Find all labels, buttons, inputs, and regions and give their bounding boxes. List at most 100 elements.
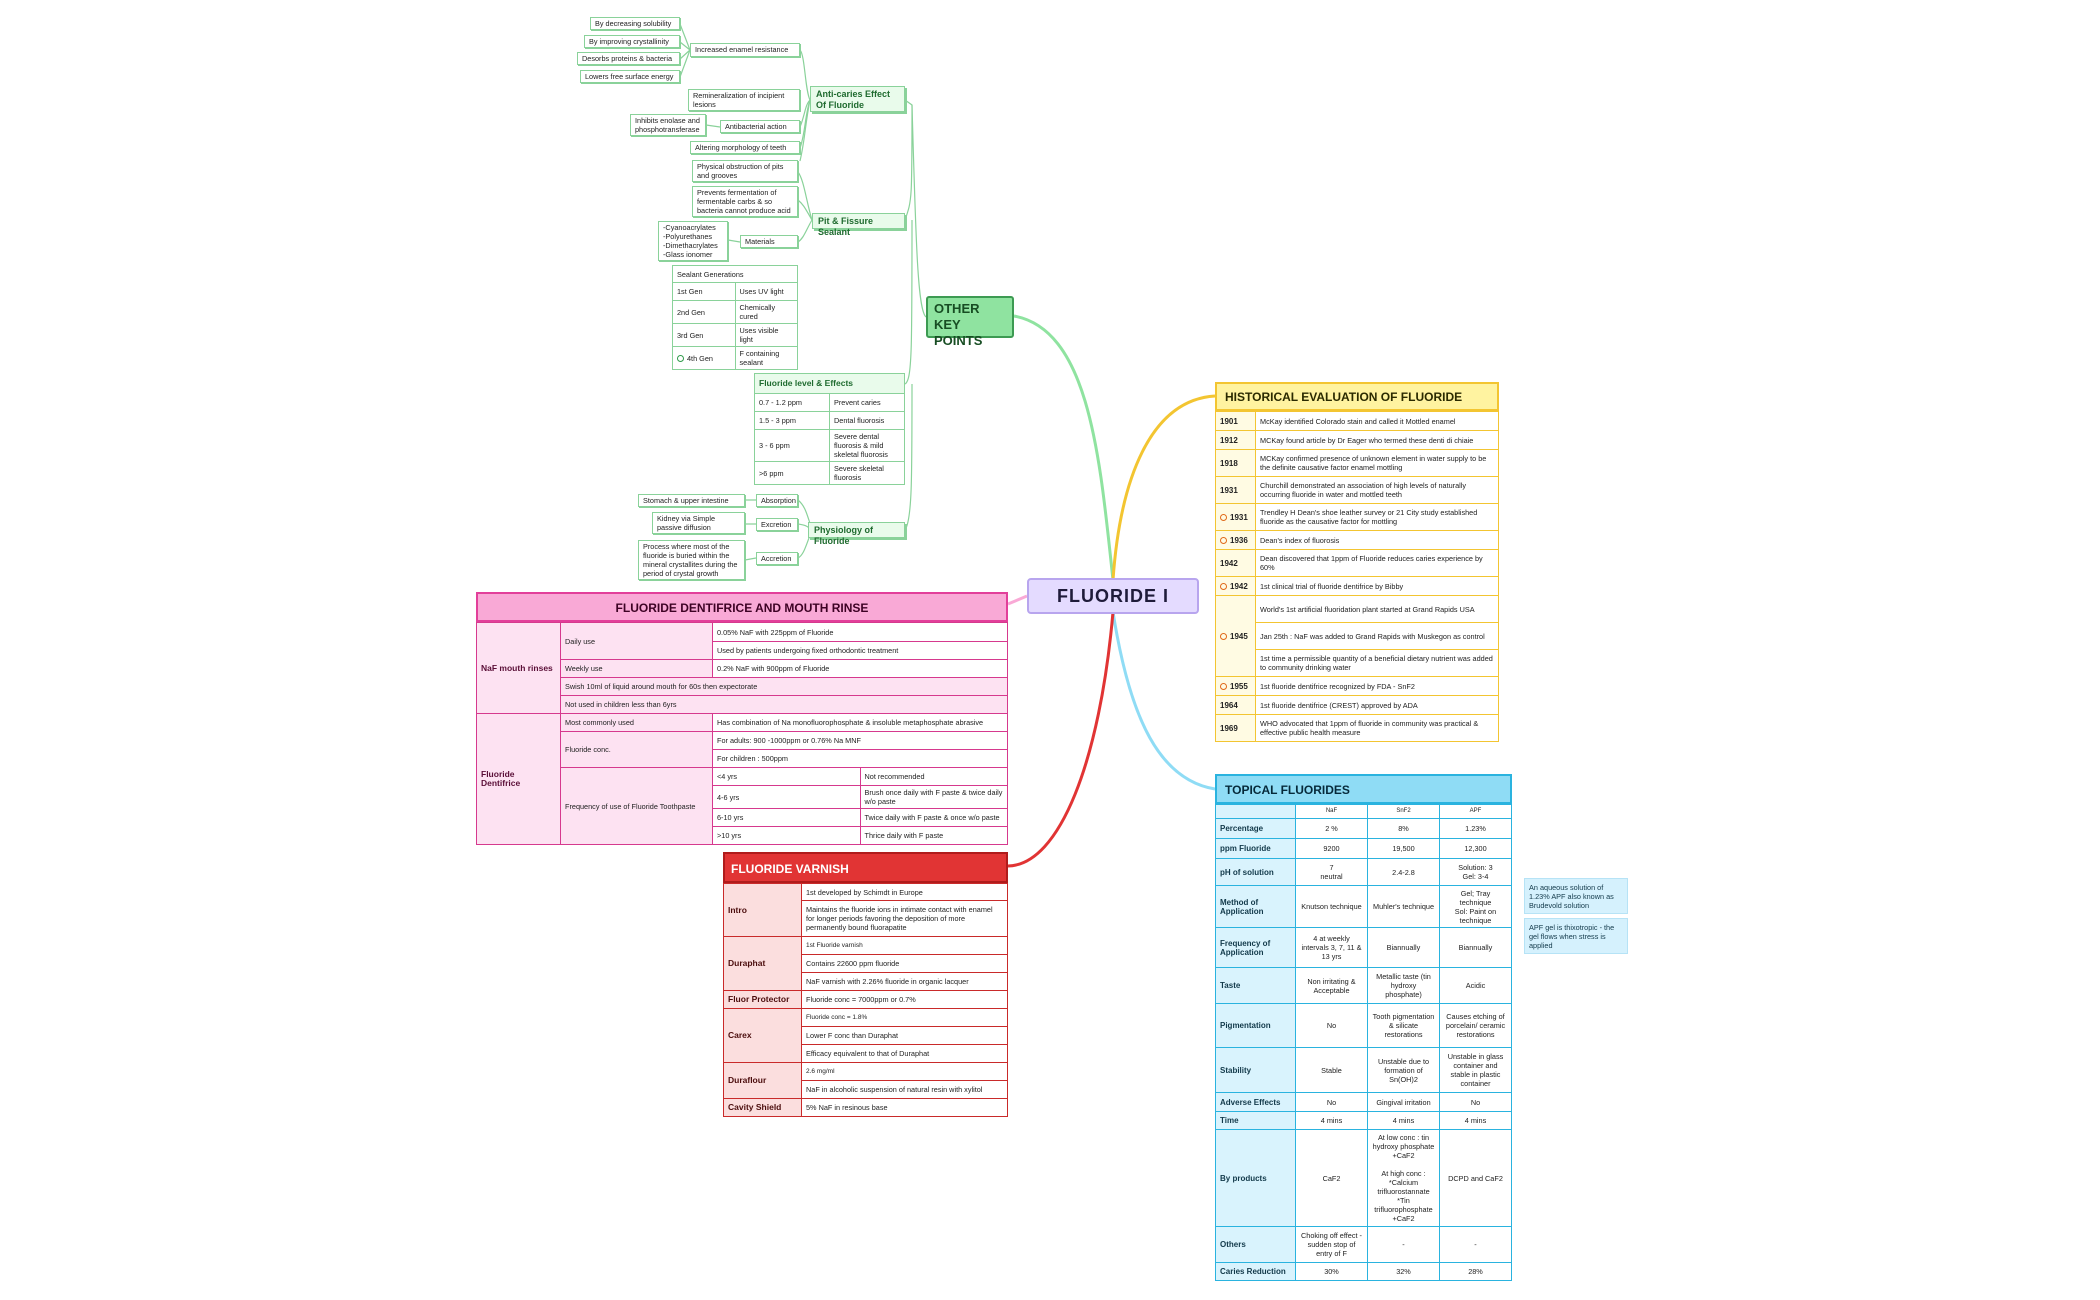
- cell: DCPD and CaF2: [1439, 1129, 1512, 1227]
- prevents-node[interactable]: Prevents fermentation of fermentable car…: [692, 186, 798, 217]
- cell: 4 mins: [1439, 1111, 1512, 1130]
- hist-year: 1964: [1215, 695, 1256, 715]
- marker-icon: [1220, 582, 1227, 590]
- altering-node[interactable]: Altering morphology of teeth: [690, 141, 800, 154]
- naf-label: NaF mouth rinses: [476, 622, 561, 714]
- weekly-label: Weekly use: [560, 659, 713, 678]
- cell: Gingival irritation: [1367, 1092, 1440, 1112]
- hist-text: Trendley H Dean's shoe leather survey or…: [1255, 503, 1499, 531]
- cell: Unstable in glass container and stable i…: [1439, 1047, 1512, 1093]
- reason-node-2[interactable]: By improving crystallinity: [584, 35, 680, 48]
- cell: 1.23%: [1439, 818, 1512, 839]
- remineralization-node[interactable]: Remineralization of incipient lesions: [688, 89, 800, 111]
- marker-icon: [677, 355, 684, 363]
- absorption-detail-node[interactable]: Stomach & upper intestine: [638, 494, 745, 507]
- obstruction-node[interactable]: Physical obstruction of pits and grooves: [692, 160, 798, 182]
- not-used-text: Not used in children less than 6yrs: [560, 695, 1008, 714]
- reason-node-1[interactable]: By decreasing solubility: [590, 17, 680, 30]
- cell: 2.4-2.8: [1367, 858, 1440, 886]
- col-header: APF: [1439, 804, 1512, 819]
- varnish-label: Duraflour: [723, 1062, 802, 1099]
- materials-label-node[interactable]: Materials Used: [740, 235, 798, 248]
- cell: 2 %: [1295, 818, 1368, 839]
- weekly-item: 0.2% NaF with 900ppm of Fluoride: [712, 659, 1008, 678]
- branch-line-dentifrice: [1007, 594, 1028, 606]
- hist-year: 1918: [1215, 449, 1256, 477]
- cell: No: [1439, 1092, 1512, 1112]
- cell: Muhler's technique: [1367, 885, 1440, 928]
- hist-text: Jan 25th : NaF was added to Grand Rapids…: [1255, 622, 1499, 650]
- antibacterial-node[interactable]: Antibacterial action: [720, 120, 800, 133]
- age-cell: 6-10 yrs: [712, 808, 861, 827]
- sealant-node[interactable]: Pit & Fissure Sealant: [812, 213, 905, 237]
- varnish-item: 1st Fluoride varnish: [801, 936, 1008, 955]
- absorption-node[interactable]: Absorption: [756, 494, 798, 507]
- note-brudevold[interactable]: An aqueous solution of 1.23% APF also kn…: [1524, 878, 1628, 914]
- varnish-label: Cavity Shield: [723, 1098, 802, 1117]
- hist-year: 1931: [1215, 476, 1256, 504]
- hist-year: 1942: [1230, 581, 1248, 591]
- conc-item: For adults: 900 -1000ppm or 0.76% Na MNF: [712, 731, 1008, 750]
- varnish-item: NaF in alcoholic suspension of natural r…: [801, 1080, 1008, 1099]
- level-ppm: >6 ppm: [754, 461, 830, 485]
- excretion-node[interactable]: Excretion: [756, 518, 798, 531]
- reason-node-3[interactable]: Desorbs proteins & bacteria: [577, 52, 680, 65]
- marker-icon: [1220, 632, 1227, 640]
- cell: 4 mins: [1367, 1111, 1440, 1130]
- daily-item: Used by patients undergoing fixed orthod…: [712, 641, 1008, 660]
- cell: 4 at weekly intervals 3, 7, 11 & 13 yrs: [1295, 927, 1368, 968]
- marker-icon: [1220, 536, 1227, 544]
- gen-desc: Uses UV light: [734, 282, 798, 301]
- row-label: By products: [1215, 1129, 1296, 1227]
- cell: Knutson technique: [1295, 885, 1368, 928]
- note-thixotropic[interactable]: APF gel is thixotropic - the gel flows w…: [1524, 918, 1628, 954]
- central-topic[interactable]: FLUORIDE I: [1027, 578, 1199, 614]
- marker-icon: [1220, 682, 1227, 690]
- hist-year: 1931: [1230, 512, 1248, 522]
- varnish-label: Intro: [723, 883, 802, 937]
- enolase-node[interactable]: Inhibits enolase and phosphotransferase: [630, 114, 706, 136]
- col-header: NaF: [1295, 804, 1368, 819]
- historical-title[interactable]: HISTORICAL EVALUATION OF FLUORIDE: [1215, 382, 1499, 411]
- hist-year: 1945: [1230, 631, 1248, 641]
- row-label: Adverse Effects: [1215, 1092, 1296, 1112]
- varnish-label: Fluor Protector: [723, 990, 802, 1009]
- col-header: [1215, 804, 1296, 819]
- topical-title[interactable]: TOPICAL FLUORIDES: [1215, 774, 1512, 804]
- cell: 12,300: [1439, 838, 1512, 859]
- materials-node[interactable]: -Cyanoacrylates -Polyurethanes -Dimethac…: [658, 221, 728, 261]
- cell: Tooth pigmentation & silicate restoratio…: [1367, 1003, 1440, 1048]
- increased-resistance-node[interactable]: Increased enamel resistance: [690, 43, 800, 57]
- anticaries-node[interactable]: Anti-caries Effect Of Fluoride: [810, 86, 905, 112]
- hist-year: 1969: [1215, 714, 1256, 742]
- accretion-node[interactable]: Accretion: [756, 552, 798, 565]
- level-effect: Dental fluorosis: [829, 411, 905, 430]
- cell: 9200: [1295, 838, 1368, 859]
- varnish-item: NaF varnish with 2.26% fluoride in organ…: [801, 972, 1008, 991]
- cell: 4 mins: [1295, 1111, 1368, 1130]
- cell: No: [1295, 1092, 1368, 1112]
- hist-text: McKay identified Colorado stain and call…: [1255, 411, 1499, 431]
- gen-desc: F containing sealant: [734, 346, 798, 370]
- cell: 19,500: [1367, 838, 1440, 859]
- varnish-item: Maintains the fluoride ions in intimate …: [801, 900, 1008, 937]
- dentifrice-title[interactable]: FLUORIDE DENTIFRICE AND MOUTH RINSE: [476, 592, 1008, 622]
- freq-cell: Twice daily with F paste & once w/o past…: [859, 808, 1008, 827]
- accretion-detail-node[interactable]: Process where most of the fluoride is bu…: [638, 540, 745, 580]
- varnish-item: 5% NaF in resinous base: [801, 1098, 1008, 1117]
- branch-line-historical: [1111, 394, 1216, 581]
- cell: CaF2: [1295, 1129, 1368, 1227]
- most-item: Has combination of Na monofluorophosphat…: [712, 713, 1008, 732]
- reason-node-4[interactable]: Lowers free surface energy: [580, 70, 680, 83]
- cell: Gel; Tray technique Sol: Paint on techni…: [1439, 885, 1512, 928]
- excretion-detail-node[interactable]: Kidney via Simple passive diffusion: [652, 512, 745, 534]
- varnish-title[interactable]: FLUORIDE VARNISH: [723, 852, 1008, 883]
- other-key-points-node[interactable]: OTHER KEY POINTS: [926, 296, 1014, 348]
- cell: Solution: 3 Gel: 3-4: [1439, 858, 1512, 886]
- physiology-node[interactable]: Physiology of Fluoride: [808, 522, 905, 546]
